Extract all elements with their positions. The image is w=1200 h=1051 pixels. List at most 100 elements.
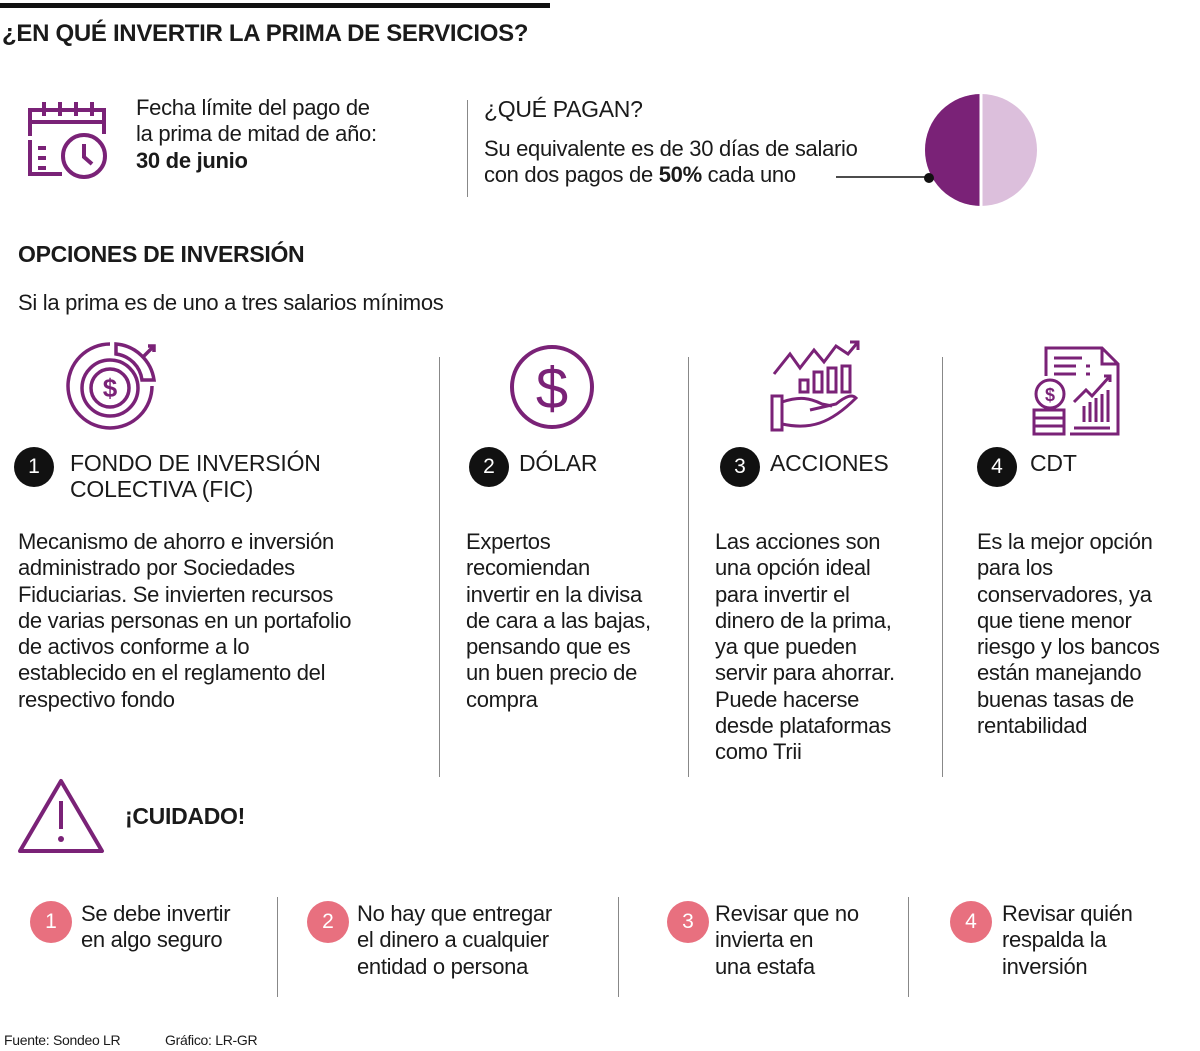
text-line: de activos conforme a lo	[18, 634, 250, 660]
text-line: una opción ideal	[715, 555, 871, 581]
svg-text:$: $	[536, 356, 568, 421]
text-line: administrado por Sociedades	[18, 555, 295, 581]
text-line: Expertos	[466, 529, 551, 554]
footer-source: Fuente: Sondeo LR	[4, 1032, 121, 1048]
leader-dot	[924, 173, 934, 183]
option-number: 1	[14, 447, 54, 487]
text-line: respectivo fondo	[18, 686, 175, 712]
text-line: de varias personas en un portafolio	[18, 607, 352, 633]
divider	[942, 357, 943, 777]
text-line: buenas tasas de	[977, 686, 1134, 712]
text-line: entidad o persona	[357, 953, 529, 979]
text-line: conservadores, ya	[977, 581, 1152, 607]
options-subheading: Si la prima es de uno a tres salarios mí…	[18, 290, 444, 315]
stocks-hand-icon	[770, 340, 860, 432]
text-line: Fiduciarias. Se invierten recursos	[18, 581, 334, 607]
text-line: riesgo y los bancos	[977, 634, 1160, 660]
deadline-line: Fecha límite del pago de	[136, 95, 370, 120]
text-line: Puede hacerse	[715, 686, 860, 712]
svg-text:$: $	[1045, 385, 1055, 405]
text-line: invertir en la divisa	[466, 581, 642, 607]
divider	[618, 897, 619, 997]
divider	[277, 897, 278, 997]
divider	[908, 897, 909, 997]
text-line: Revisar quién	[1002, 901, 1133, 926]
text-line: Revisar que no	[715, 901, 859, 926]
text-line: como Trii	[715, 739, 802, 765]
option-title: ACCIONES	[770, 450, 889, 476]
text-line: recomiendan	[466, 555, 590, 581]
warning-number: 1	[30, 901, 72, 943]
payment-text: Su equivalente es de 30 días de salario …	[484, 136, 858, 189]
warning-number: 2	[307, 901, 349, 943]
deadline-date: 30 de junio	[136, 147, 248, 173]
option-title: DÓLAR	[519, 450, 598, 476]
text-line: compra	[466, 686, 538, 712]
option-number: 2	[469, 447, 509, 487]
text-line: para invertir el	[715, 581, 850, 607]
text-line: que tiene menor	[977, 607, 1132, 633]
warning-triangle-icon	[18, 779, 104, 853]
investment-fund-icon: $	[66, 342, 157, 430]
divider	[688, 357, 689, 777]
option-title-line: COLECTIVA (FIC)	[70, 476, 254, 502]
text-line: No hay que entregar	[357, 901, 552, 926]
text-line: están manejando	[977, 660, 1142, 686]
text-line: un buen precio de	[466, 660, 638, 686]
text-line: ya que pueden	[715, 634, 857, 660]
calendar-clock-icon	[28, 102, 107, 179]
option-number: 4	[977, 447, 1017, 487]
text-line: Las acciones son	[715, 529, 881, 554]
dollar-coin-icon: $	[510, 345, 594, 429]
text-line: en algo seguro	[81, 927, 223, 953]
text-line: Es la mejor opción	[977, 529, 1153, 554]
text-line: establecido en el reglamento del	[18, 660, 326, 686]
payment-line: cada uno	[701, 162, 796, 188]
text-line: pensando que es	[466, 634, 631, 660]
options-heading: OPCIONES DE INVERSIÓN	[18, 241, 305, 267]
option-title: CDT	[1030, 450, 1077, 476]
payment-percent: 50%	[658, 162, 702, 188]
option-number: 3	[720, 447, 760, 487]
text-line: desde plataformas	[715, 713, 891, 739]
option-title-line: FONDO DE INVERSIÓN	[70, 450, 321, 476]
text-line: respalda la	[1002, 927, 1107, 953]
payment-pie	[836, 93, 1037, 207]
text-line: invierta en	[715, 927, 814, 953]
cdt-document-icon: $	[1032, 346, 1120, 436]
payment-line: con dos pagos de	[484, 162, 659, 188]
divider	[467, 100, 468, 197]
text-line: una estafa	[715, 953, 815, 979]
page-title: ¿EN QUÉ INVERTIR LA PRIMA DE SERVICIOS?	[2, 20, 529, 47]
text-line: Se debe invertir	[81, 901, 231, 926]
text-line: rentabilidad	[977, 713, 1088, 739]
text-line: para los	[977, 555, 1053, 581]
text-line: Mecanismo de ahorro e inversión	[18, 529, 334, 554]
payment-heading: ¿QUÉ PAGAN?	[484, 96, 643, 122]
text-line: inversión	[1002, 953, 1088, 979]
deadline-text: Fecha límite del pago de la prima de mit…	[136, 95, 377, 174]
pie-slice-first	[925, 94, 981, 206]
text-line: servir para ahorrar.	[715, 660, 895, 686]
warning-heading: ¡CUIDADO!	[125, 803, 245, 829]
top-rule	[0, 3, 550, 8]
svg-text:$: $	[103, 373, 118, 403]
warning-number: 4	[950, 901, 992, 943]
warning-number: 3	[667, 901, 709, 943]
text-line: de cara a las bajas,	[466, 607, 651, 633]
payment-line: Su equivalente es de 30 días de salario	[484, 136, 858, 161]
text-line: el dinero a cualquier	[357, 927, 549, 953]
footer-graphic: Gráfico: LR-GR	[165, 1032, 258, 1048]
text-line: dinero de la prima,	[715, 607, 892, 633]
deadline-line: la prima de mitad de año:	[136, 121, 377, 147]
